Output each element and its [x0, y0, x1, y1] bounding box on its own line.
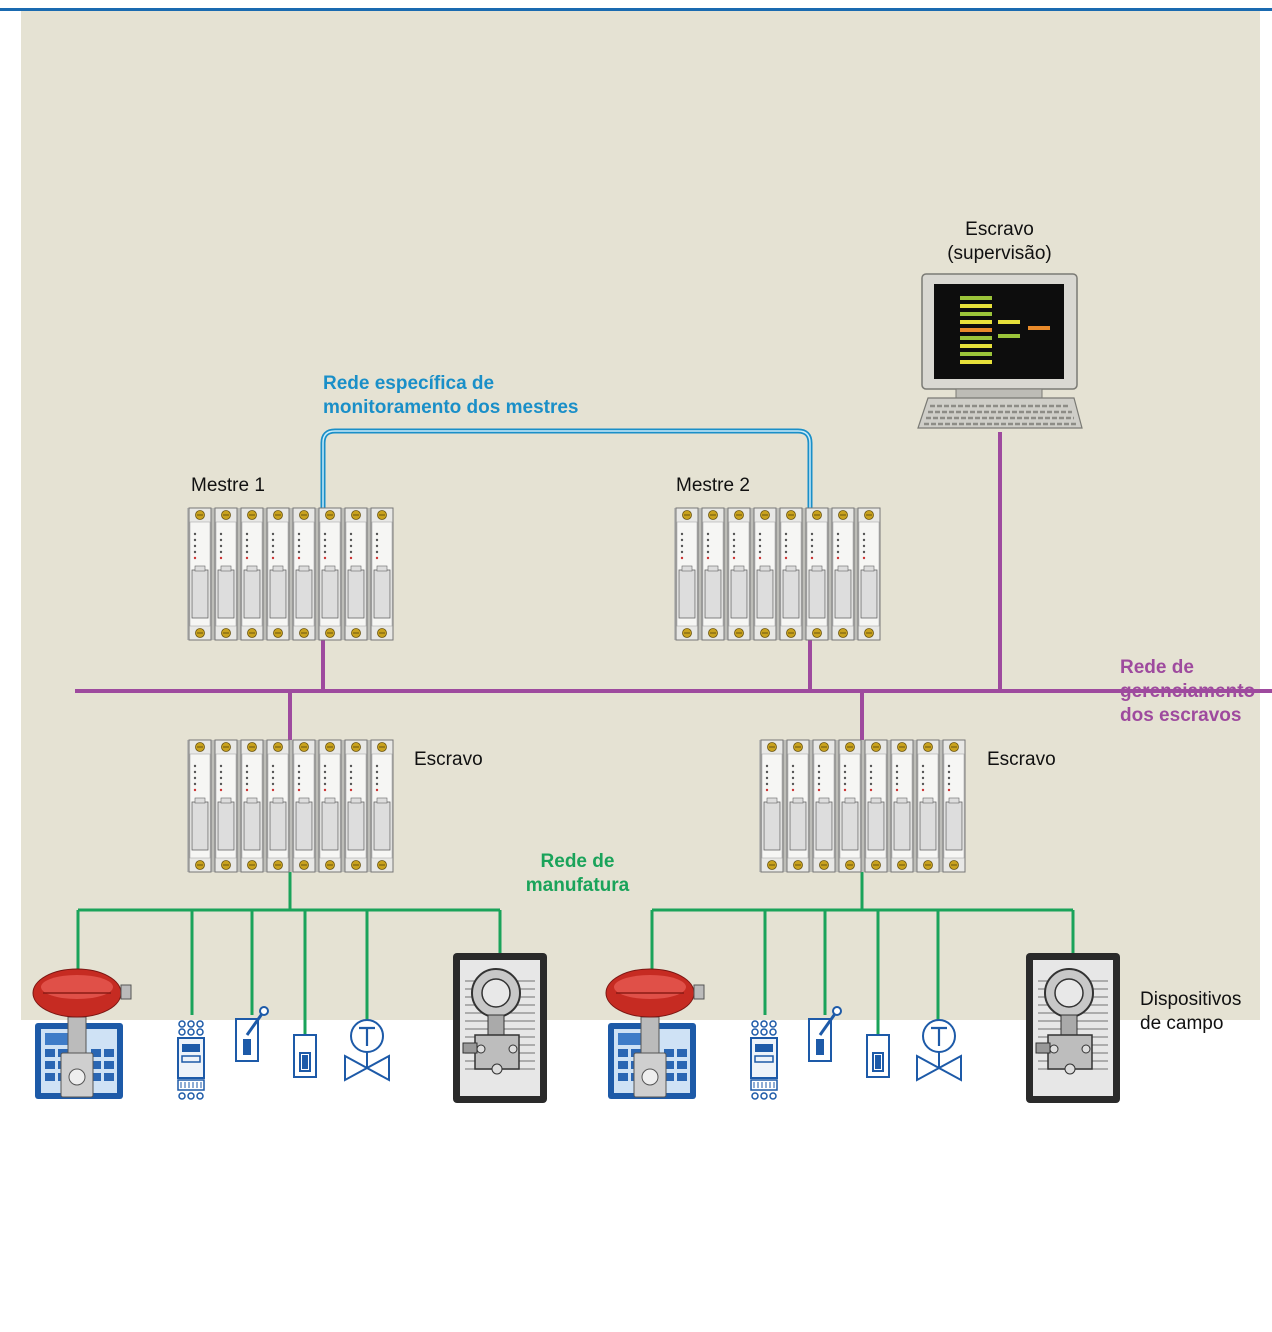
right-io-module-icon — [750, 1020, 778, 1100]
monitoring-network-label: Rede específica de monitoramento dos mes… — [323, 372, 579, 420]
management-network-label-line2: gerenciamento — [1120, 681, 1256, 702]
left-transmitter-icon — [452, 952, 548, 1104]
manufacturing-network-label: Rede de manufatura — [500, 850, 655, 898]
supervisor-label-line1: Escravo — [965, 219, 1034, 240]
left-io-module-icon — [177, 1020, 205, 1100]
supervisor-computer-icon — [917, 273, 1083, 429]
right-transmitter-icon — [1025, 952, 1121, 1104]
management-network-lines — [75, 432, 1272, 742]
left-sensor-icon — [293, 1034, 317, 1078]
manufacturing-network-lines — [76, 870, 1075, 1040]
slave-right-controller-icon — [759, 740, 965, 872]
right-valve-icon — [915, 1018, 963, 1082]
master2-controller-icon — [674, 508, 880, 640]
field-devices-label-line1: Dispositivos — [1140, 989, 1242, 1010]
left-actuator-icon — [32, 968, 132, 1100]
master1-controller-icon — [187, 508, 393, 640]
field-devices-label-line2: de campo — [1140, 1013, 1224, 1034]
slave-left-label: Escravo — [414, 749, 483, 770]
monitoring-network-label-line2: monitoramento dos mestres — [323, 397, 579, 418]
manufacturing-network-label-line2: manufatura — [525, 875, 630, 896]
management-network-label-line1: Rede de — [1120, 657, 1194, 678]
slave-right-label: Escravo — [987, 749, 1056, 770]
master1-label: Mestre 1 — [191, 475, 265, 496]
left-valve-icon — [343, 1018, 391, 1082]
management-network-label-line3: dos escravos — [1120, 705, 1242, 726]
management-network-label: Rede de gerenciamento dos escravos — [1120, 656, 1272, 728]
manufacturing-network-label-line1: Rede de — [540, 851, 615, 872]
slave-left-controller-icon — [187, 740, 393, 872]
right-actuator-icon — [605, 968, 705, 1100]
master2-label: Mestre 2 — [676, 475, 750, 496]
monitoring-network-lines — [320, 428, 813, 512]
supervisor-label: Escravo (supervisão) — [922, 218, 1077, 266]
right-sensor-icon — [866, 1034, 890, 1078]
supervisor-label-line2: (supervisão) — [947, 243, 1052, 264]
field-devices-label: Dispositivos de campo — [1140, 988, 1241, 1036]
top-rule — [0, 8, 1272, 11]
monitoring-network-label-line1: Rede específica de — [323, 373, 495, 394]
